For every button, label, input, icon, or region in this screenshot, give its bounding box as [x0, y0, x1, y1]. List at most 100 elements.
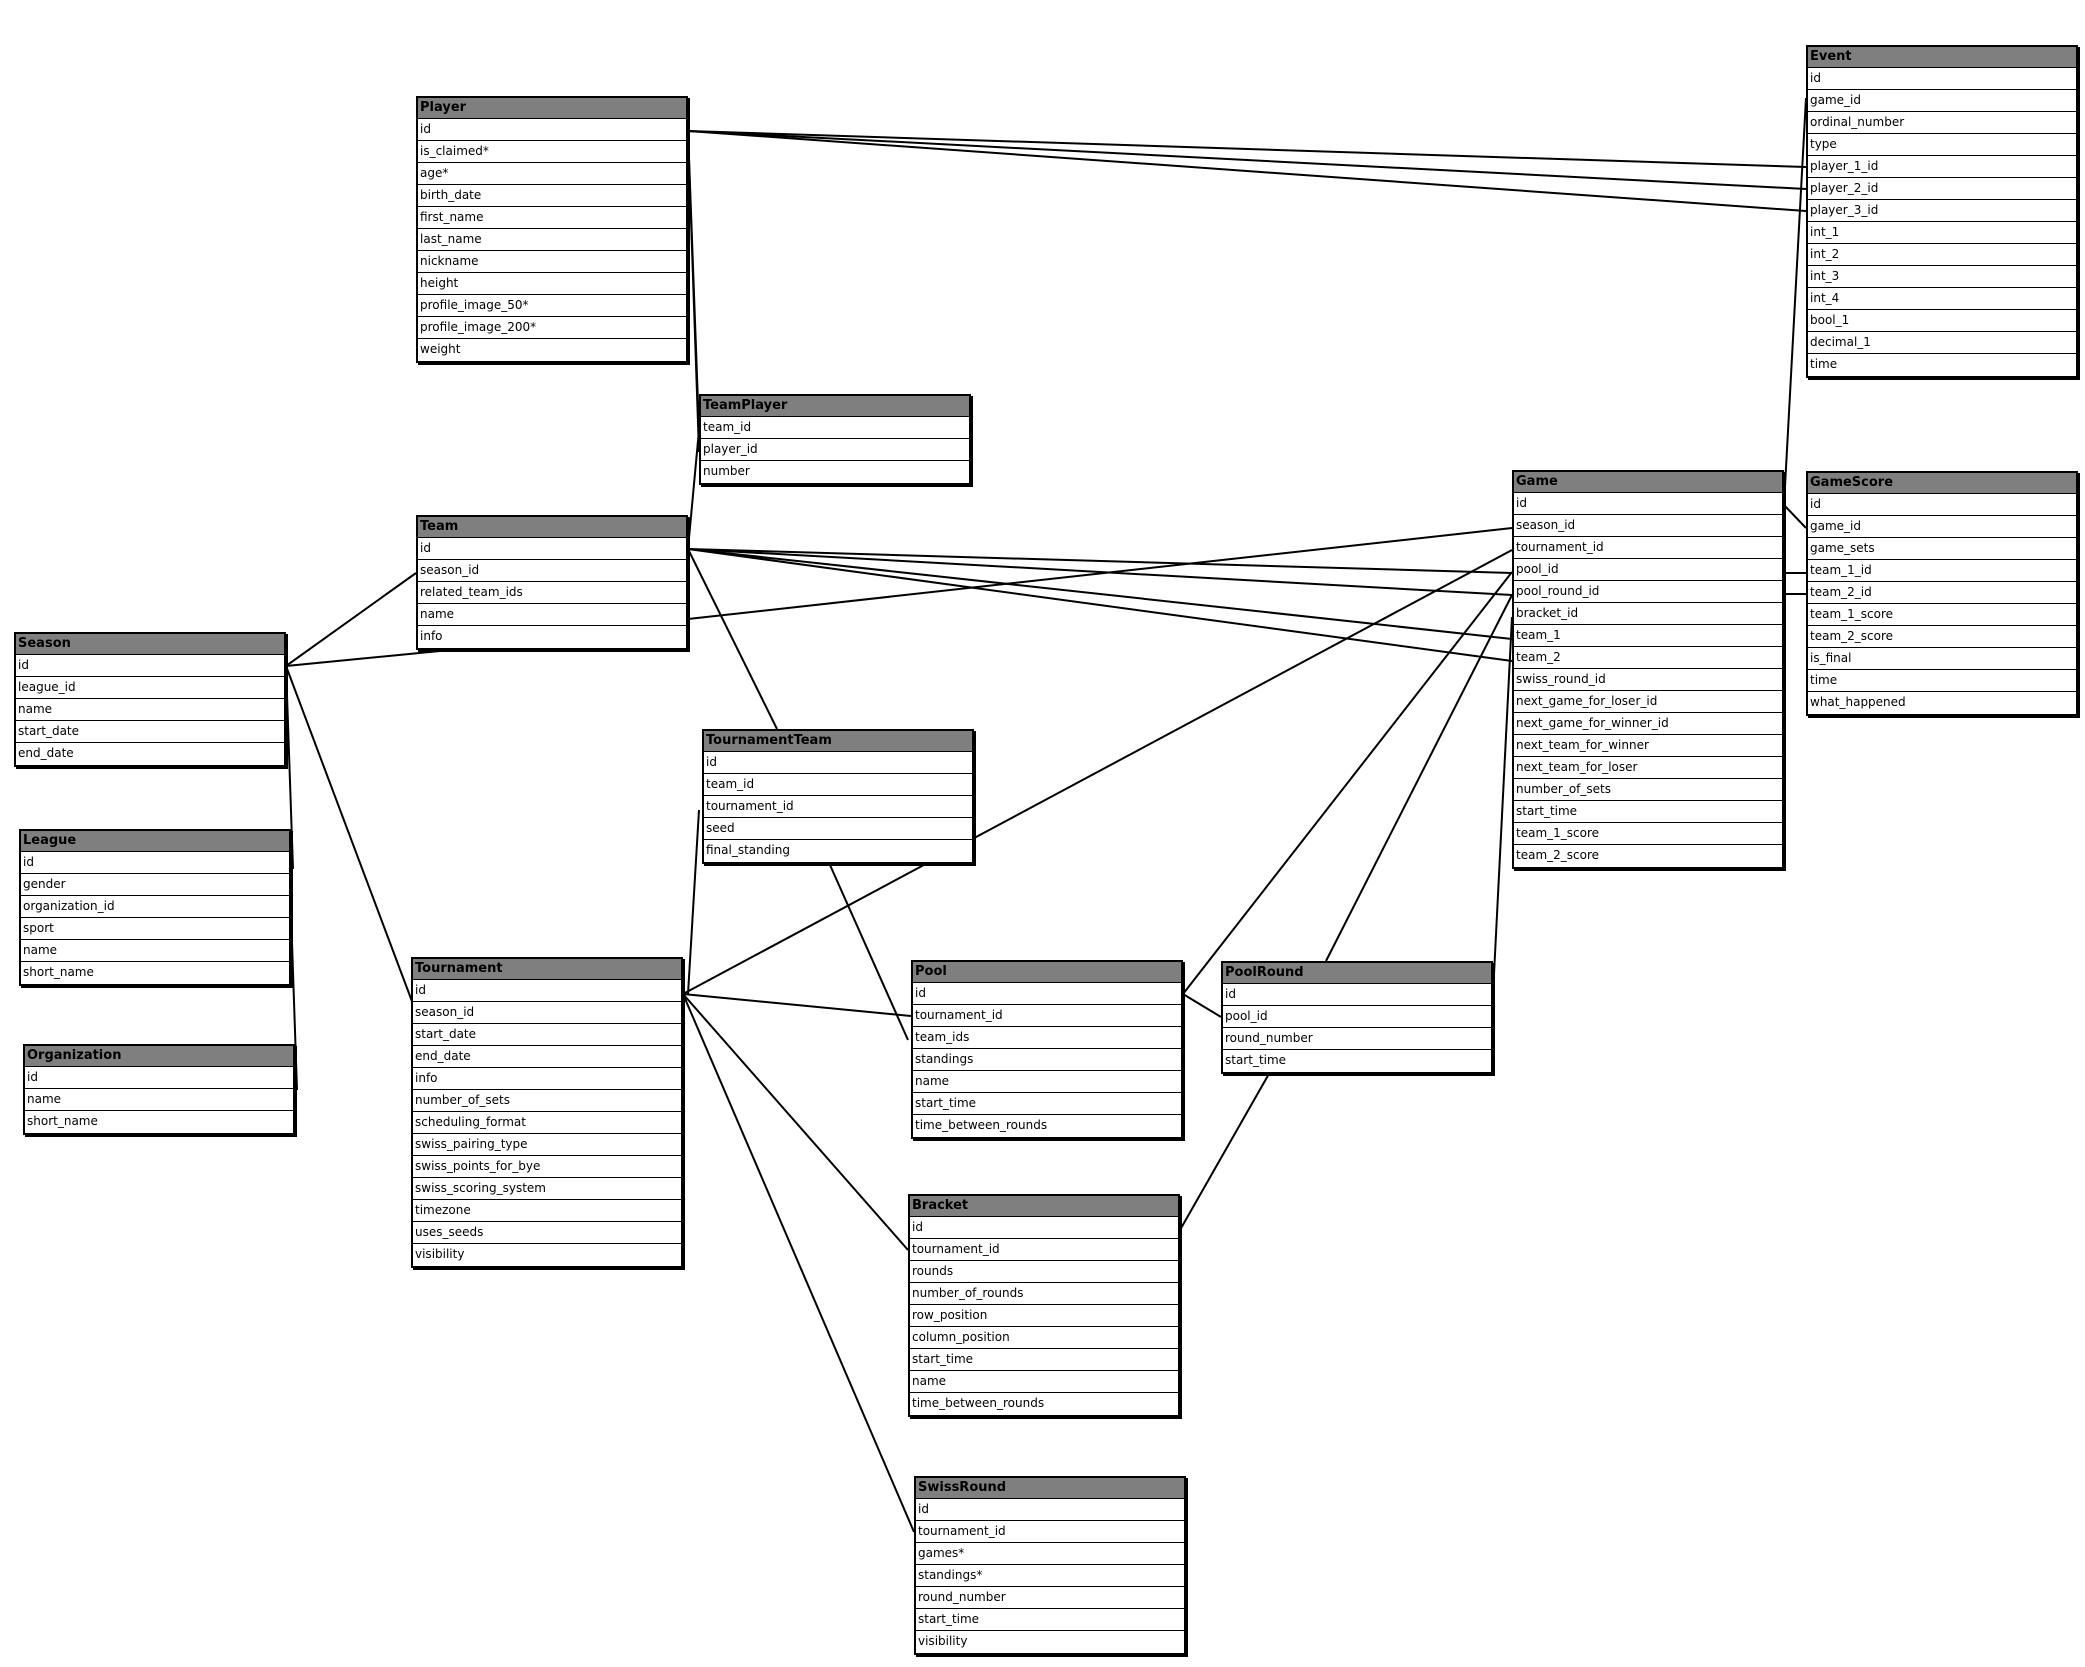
entity-field: player_3_id — [1808, 200, 2076, 222]
relationship-line — [687, 548, 1513, 596]
entity-field: number_of_rounds — [910, 1283, 1178, 1305]
entity-field: id — [704, 752, 972, 774]
entity-title: Pool — [913, 962, 1181, 983]
entity-field: bool_1 — [1808, 310, 2076, 332]
entity-field: profile_image_50* — [418, 295, 686, 317]
entity-field: next_team_for_loser — [1514, 757, 1782, 779]
entity-field: pool_round_id — [1514, 581, 1782, 603]
relationship-line — [682, 993, 915, 1533]
entity-field: visibility — [918, 1634, 968, 1648]
entity-field: visibility — [415, 1247, 465, 1261]
relationship-line — [285, 572, 417, 667]
entity-field: season_id — [413, 1002, 681, 1024]
entity-title: Player — [418, 98, 686, 119]
entity-field: game_sets — [1808, 538, 2076, 560]
entity-title: Bracket — [910, 1196, 1178, 1217]
relationship-line — [687, 548, 1513, 574]
entity-field: standings* — [916, 1565, 1184, 1587]
entity-field: league_id — [16, 677, 284, 699]
relationship-line — [687, 130, 700, 453]
entity-field: start_time — [1514, 801, 1782, 823]
entity-field: start_time — [1225, 1053, 1287, 1067]
entity-field: id — [1223, 984, 1491, 1006]
relationship-line — [1182, 993, 1222, 1018]
entity-field: end_date — [413, 1046, 681, 1068]
entity-field: first_name — [418, 207, 686, 229]
entity-field: info — [413, 1068, 681, 1090]
entity-title: GameScore — [1808, 473, 2076, 494]
entity-field: tournament_id — [916, 1521, 1184, 1543]
entity-field: team_2_id — [1808, 582, 2076, 604]
relationship-line — [285, 665, 417, 1013]
relationship-line — [687, 809, 700, 995]
entity-field: ordinal_number — [1808, 112, 2076, 134]
relationship-line — [687, 429, 700, 550]
entity-field: is_claimed* — [418, 141, 686, 163]
entity-field: standings — [913, 1049, 1181, 1071]
entity-field: bracket_id — [1514, 603, 1782, 625]
entity-field: team_1 — [1514, 625, 1782, 647]
entity-field: tournament_id — [910, 1239, 1178, 1261]
entity-field: short_name — [27, 1114, 98, 1128]
entity-field: next_game_for_winner_id — [1514, 713, 1782, 735]
entity-field: id — [1514, 493, 1782, 515]
entity-title: Season — [16, 634, 284, 655]
entity-field: number — [703, 464, 750, 478]
relationship-line — [285, 649, 451, 667]
entity-field: team_id — [701, 417, 969, 439]
entity-field: name — [25, 1089, 293, 1111]
entity-field: team_ids — [913, 1027, 1181, 1049]
relationship-line — [682, 993, 912, 1017]
entity-field: swiss_pairing_type — [413, 1134, 681, 1156]
entity-field: start_date — [16, 721, 284, 743]
entity-field: age* — [418, 163, 686, 185]
entity-field: int_4 — [1808, 288, 2076, 310]
entity-field: player_1_id — [1808, 156, 2076, 178]
entity-field: time_between_rounds — [915, 1118, 1048, 1132]
entity-field: organization_id — [21, 896, 289, 918]
entity-field: id — [418, 119, 686, 141]
relationship-line — [687, 130, 1807, 168]
relationship-line — [829, 864, 909, 1041]
entity-field: height — [418, 273, 686, 295]
entity-field: id — [1808, 68, 2076, 90]
entity-title: SwissRound — [916, 1478, 1184, 1499]
entity-field: scheduling_format — [413, 1112, 681, 1134]
entity-field: id — [21, 852, 289, 874]
entity-field: name — [913, 1071, 1181, 1093]
entity-field: id — [413, 980, 681, 1002]
entity-field: birth_date — [418, 185, 686, 207]
entity-field: team_1_id — [1808, 560, 2076, 582]
entity-title: Event — [1808, 47, 2076, 68]
entity-field: is_final — [1808, 648, 2076, 670]
entity-field: name — [418, 604, 686, 626]
entity-field: gender — [21, 874, 289, 896]
entity-title: Organization — [25, 1046, 293, 1067]
entity-field: game_id — [1808, 90, 2076, 112]
entity-field: pool_id — [1514, 559, 1782, 581]
entity-field: int_2 — [1808, 244, 2076, 266]
entity-field: pool_id — [1223, 1006, 1491, 1028]
entity-title: Game — [1514, 472, 1782, 493]
entity-field: row_position — [910, 1305, 1178, 1327]
entity-field: tournament_id — [704, 796, 972, 818]
entity-field: swiss_points_for_bye — [413, 1156, 681, 1178]
entity-field: info — [420, 629, 443, 643]
entity-field: id — [913, 983, 1181, 1005]
entity-field: timezone — [413, 1200, 681, 1222]
